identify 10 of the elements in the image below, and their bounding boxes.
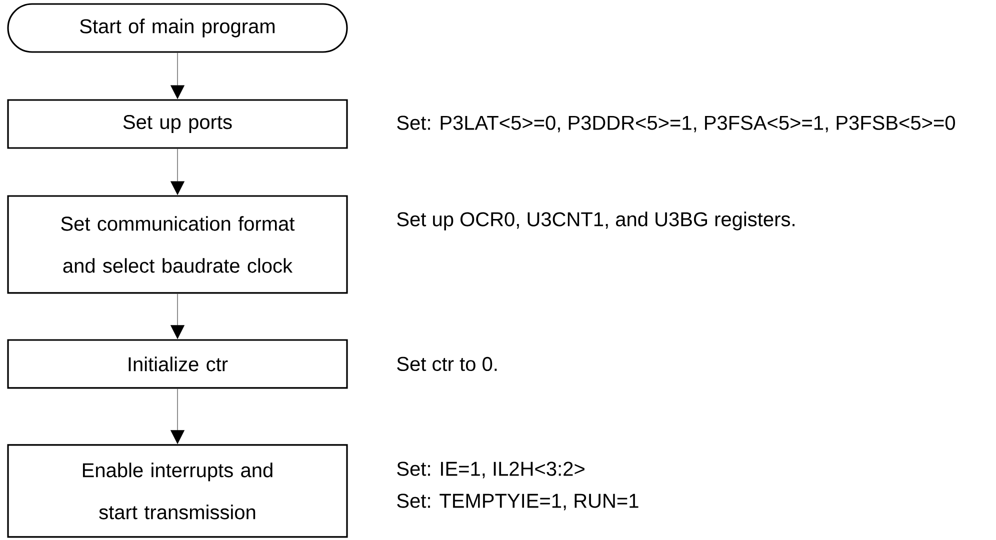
process-box: Initialize ctr <box>7 339 348 389</box>
side-note: Set: TEMPTYIE=1, RUN=1 <box>397 494 638 510</box>
side-note: Set: P3LAT<5>=0, P3DDR<5>=1, P3FSA<5>=1, P3FSB<5>=0 <box>397 116 955 132</box>
process-box: Enable interrupts and start transmission <box>7 444 348 538</box>
start-terminal: Start of main program <box>7 3 348 53</box>
side-note: Set ctr to 0. <box>397 356 497 372</box>
side-note: Set up OCR0, U3CNT1, and U3BG registers. <box>397 212 794 230</box>
process-box: Set communication format and select baudrate clock <box>7 195 348 294</box>
side-note: Set: IE=1, IL2H<3:2> <box>397 462 584 478</box>
process-box: Set up ports <box>7 99 348 149</box>
